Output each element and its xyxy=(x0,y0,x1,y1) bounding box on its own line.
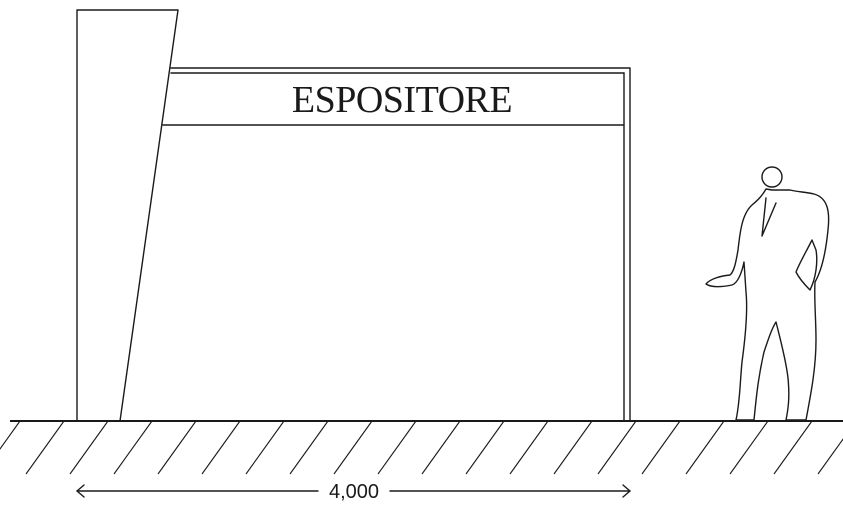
tapered-pillar xyxy=(76,9,179,422)
hatch-stroke xyxy=(421,420,461,475)
human-figure xyxy=(705,166,830,421)
figure-collar xyxy=(761,197,777,237)
hatch-stroke xyxy=(69,420,109,475)
dimension-label: 4,000 xyxy=(329,481,379,503)
figure-head xyxy=(761,166,783,188)
fascia-beam xyxy=(170,67,631,422)
hatch-stroke xyxy=(817,438,843,475)
hatch-stroke xyxy=(553,420,593,475)
dimension-arrow-left xyxy=(76,484,85,498)
ground-hatching xyxy=(0,420,843,475)
dimension-line: 4,000 xyxy=(76,481,631,503)
sign-label: ESPOSITORE xyxy=(292,79,512,121)
hatch-stroke xyxy=(641,420,681,475)
hatch-stroke xyxy=(157,420,197,475)
figure-arm-right xyxy=(795,239,818,291)
hatch-stroke xyxy=(0,420,21,450)
hatch-stroke xyxy=(245,420,285,475)
hatch-stroke xyxy=(685,420,725,475)
hatch-stroke xyxy=(333,420,373,475)
hatch-stroke xyxy=(729,420,769,475)
figure-body xyxy=(705,188,830,421)
dimension-arrow-right xyxy=(622,484,631,498)
hatch-stroke xyxy=(25,420,65,475)
hatch-stroke xyxy=(289,420,329,475)
hatch-stroke xyxy=(597,420,637,475)
hatch-stroke xyxy=(465,420,505,475)
hatch-stroke xyxy=(509,420,549,475)
hatch-stroke xyxy=(773,420,813,475)
hatch-stroke xyxy=(377,420,417,475)
hatch-stroke xyxy=(201,420,241,475)
hatch-stroke xyxy=(113,420,153,475)
